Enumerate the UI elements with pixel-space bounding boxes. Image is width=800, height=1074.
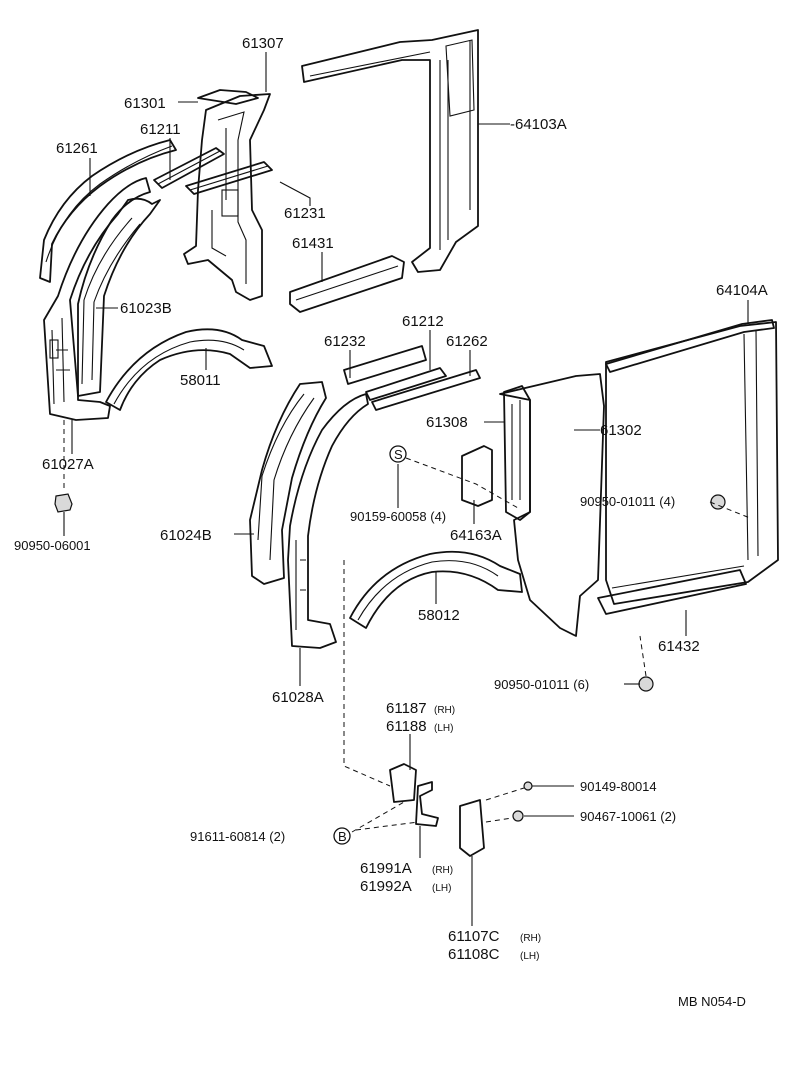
part-61431-sill-inner — [295, 265, 399, 301]
part-61991a-bracket — [415, 781, 439, 827]
part-61307-window — [221, 189, 239, 217]
part-58011-arch — [105, 328, 273, 411]
dash-fastener-trim — [485, 787, 525, 823]
part-61027a-pillar-inner — [51, 317, 70, 405]
part-61232-rail — [343, 345, 427, 385]
s-symbol-letter: S — [394, 447, 403, 462]
label-61107c: 61107C — [448, 928, 500, 945]
part-61023b-pillar — [69, 197, 161, 397]
part-61211-strip — [153, 147, 225, 189]
leader-61231 — [279, 181, 311, 206]
b-symbol-letter: B — [338, 829, 347, 844]
label-61307: 61307 — [242, 35, 284, 52]
label-61187-side: (RH) — [434, 705, 455, 716]
part-61212-rail — [365, 367, 447, 401]
part-64103a-window — [445, 39, 475, 117]
label-90950-01011b: 90950-01011 (6) — [494, 677, 589, 692]
part-61024b-pillar-inner — [257, 393, 315, 561]
label-90149: 90149-80014 — [580, 779, 657, 794]
part-61023b-pillar-inner — [81, 217, 141, 385]
label-61188: 61188 — [386, 718, 427, 735]
part-61024b-pillar — [249, 381, 327, 585]
label-90950-01011a: 90950-01011 (4) — [580, 494, 675, 509]
part-90467-screw — [512, 810, 524, 822]
label-61023b: 61023B — [120, 300, 172, 317]
label-58011: 58011 — [180, 372, 221, 389]
label-61108c-side: (LH) — [520, 951, 539, 962]
label-90950-06001: 90950-06001 — [14, 538, 91, 553]
label-61432: 61432 — [658, 638, 700, 655]
part-61302-panel — [499, 373, 605, 637]
part-61231-strip — [185, 161, 273, 195]
label-61212: 61212 — [402, 313, 444, 330]
label-61431: 61431 — [292, 235, 334, 252]
label-61024b: 61024B — [160, 527, 212, 544]
dash-s-64163a — [405, 457, 519, 509]
label-90467: 90467-10061 (2) — [580, 809, 676, 824]
dash-b-bracket — [351, 801, 419, 833]
part-90950-06001-plug — [54, 493, 73, 513]
part-61432-sill — [597, 569, 747, 615]
label-58012: 58012 — [418, 607, 460, 624]
label-61027a: 61027A — [42, 456, 94, 473]
part-64104a-top-rail — [605, 319, 775, 373]
part-61027a-pillar — [43, 177, 151, 421]
label-61028a: 61028A — [272, 689, 324, 706]
part-58012-arch — [349, 550, 523, 629]
part-90149-clip — [523, 781, 533, 791]
label-61232: 61232 — [324, 333, 366, 350]
label-61308: 61308 — [426, 414, 468, 431]
label-61992a-side: (LH) — [432, 883, 451, 894]
part-58012-arch-inner — [357, 560, 499, 621]
label-61262: 61262 — [446, 333, 488, 350]
label-61301: 61301 — [124, 95, 166, 112]
part-61211-strip-inner — [157, 150, 221, 185]
label-61231: 61231 — [284, 205, 326, 222]
b-symbol — [333, 827, 351, 845]
label-61187: 61187 — [386, 700, 427, 717]
part-64163a-bracket — [503, 385, 531, 521]
part-90950-01011-plug-b — [638, 676, 654, 692]
label-61991a-side: (RH) — [432, 865, 453, 876]
part-64104a-panel — [605, 321, 779, 605]
part-58011-arch-inner — [113, 339, 245, 405]
part-61187-bracket — [389, 763, 417, 803]
label-61107c-side: (RH) — [520, 933, 541, 944]
part-64103a-panel-inner — [309, 40, 471, 250]
part-64103a-panel — [301, 29, 479, 273]
part-61027a-slot — [49, 339, 59, 359]
label-61302: 61302 — [600, 422, 642, 439]
part-64163a-bracket-inner — [511, 400, 521, 500]
part-61308-bracket — [461, 445, 493, 507]
label-61991a: 61991A — [360, 860, 412, 877]
label-90159: 90159-60058 (4) — [350, 509, 446, 524]
label-64103a: -64103A — [510, 116, 567, 133]
part-61028a-pillar — [287, 393, 369, 649]
label-61188-side: (LH) — [434, 723, 453, 734]
label-91611: 91611-60814 (2) — [190, 829, 285, 844]
part-61431-sill — [289, 255, 405, 313]
label-64163a: 64163A — [450, 527, 502, 544]
label-61211: 61211 — [140, 121, 181, 138]
part-61307-pillar — [183, 93, 271, 301]
part-61028a-pillar-inner — [295, 540, 306, 630]
part-61261-rail — [39, 139, 177, 283]
part-61262-rail — [371, 369, 481, 411]
dash-plug-b — [639, 635, 647, 677]
s-symbol — [389, 445, 407, 463]
part-61231-strip-inner — [189, 165, 269, 191]
label-61992a: 61992A — [360, 878, 412, 895]
label-61108c: 61108C — [448, 946, 500, 963]
label-64104a: 64104A — [716, 282, 768, 299]
part-61107c-trim — [459, 799, 485, 857]
label-61261: 61261 — [56, 140, 98, 157]
part-64104a-panel-inner — [611, 329, 759, 589]
dash-plug-a — [709, 501, 751, 519]
part-61261-rail-inner — [45, 145, 173, 263]
footer-code: MB N054-D — [678, 994, 746, 1009]
part-61307-pillar-inner — [211, 111, 247, 284]
